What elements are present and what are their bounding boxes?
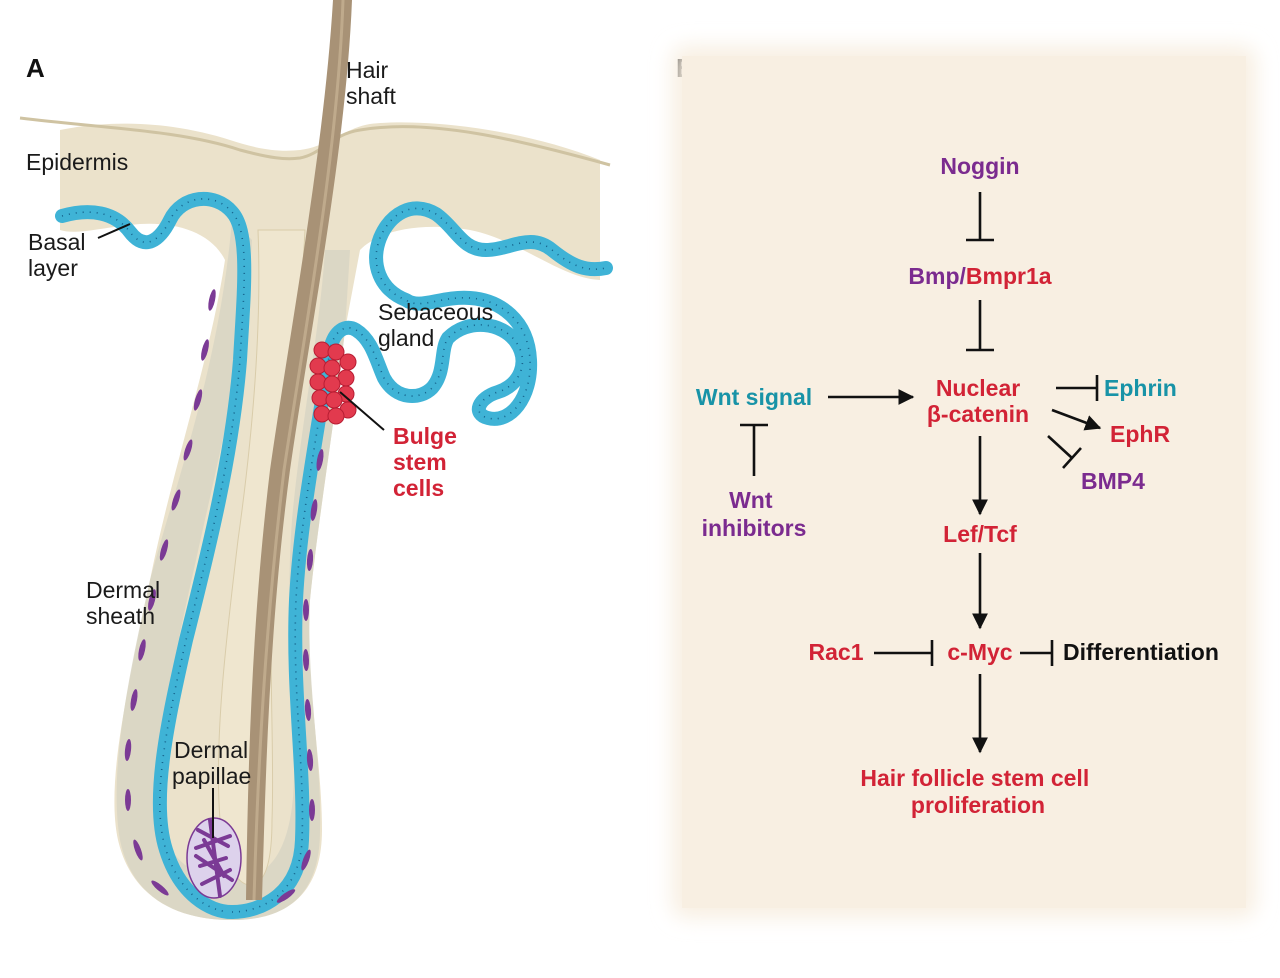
node-c-myc: c-Myc (947, 639, 1012, 665)
node-lef-tcf: Lef/Tcf (943, 521, 1017, 547)
node-ephrin: Ephrin (1104, 375, 1177, 401)
edge-rac1-inhibits-c-myc (874, 640, 934, 666)
basal-layer-label: Basal layer (28, 229, 92, 281)
basal-layer-band-left (55, 191, 252, 919)
basal-layer-leader (97, 223, 131, 239)
node-bmpr1a: Bmpr1a (966, 263, 1052, 289)
node-nuclear: Nuclear (936, 375, 1020, 401)
epidermis-surface (19, 116, 611, 167)
edge-bmp-inhibits-beta-catenin (966, 300, 994, 352)
node-wnt-inhibitors: Wnt inhibitors (702, 487, 807, 541)
edge-c-myc-inhibits-differentiation (1020, 640, 1054, 666)
node-bmp: Bmp/ (908, 263, 966, 289)
node-noggin: Noggin (940, 153, 1019, 179)
dermal-sheath-label: Dermal sheath (86, 577, 167, 629)
node-ephr: EphR (1110, 421, 1170, 447)
panel-b: B Noggin Bmp/Bmpr1a Nuclear β-catenin Wn… (672, 46, 1256, 918)
panel-a: A (19, 0, 613, 920)
bulge-leader (339, 391, 385, 431)
skin-tissue (60, 122, 600, 920)
panel-a-letter: A (26, 53, 45, 83)
dermal-papillae-label: Dermal papillae (172, 737, 255, 789)
node-bmp-bmpr1a: Bmp/Bmpr1a (908, 263, 1051, 289)
dermal-sheath-cells (124, 289, 324, 903)
node-wnt-signal: Wnt signal (696, 384, 812, 410)
epidermis-label: Epidermis (26, 149, 128, 175)
edge-beta-catenin-inhibits-ephrin (1056, 375, 1099, 401)
node-differentiation: Differentiation (1063, 639, 1219, 665)
basal-layer-band-right (225, 201, 613, 919)
edge-beta-catenin-inhibits-bmp4 (1047, 435, 1082, 469)
bulge-stem-cell-cluster (309, 341, 357, 425)
sebaceous-gland-label: Sebaceous gland (378, 299, 499, 351)
bulge-stem-cells-label: Bulge stem cells (393, 423, 463, 501)
edge-noggin-inhibits-bmp (966, 192, 994, 242)
node-proliferation: Hair follicle stem cell proliferation (860, 765, 1095, 818)
hair-shaft (246, 0, 352, 900)
node-beta-catenin: β-catenin (927, 401, 1029, 427)
hair-shaft-label: Hair shaft (346, 57, 396, 109)
panel-b-background (682, 56, 1246, 908)
node-rac1: Rac1 (809, 639, 864, 665)
node-bmp4: BMP4 (1081, 468, 1145, 494)
hair-shaft-highlight (252, 0, 345, 901)
edge-beta-catenin-activates-ephr (1051, 408, 1102, 431)
edge-wnt-inhibitors-inhibit-wnt-signal (740, 423, 768, 476)
